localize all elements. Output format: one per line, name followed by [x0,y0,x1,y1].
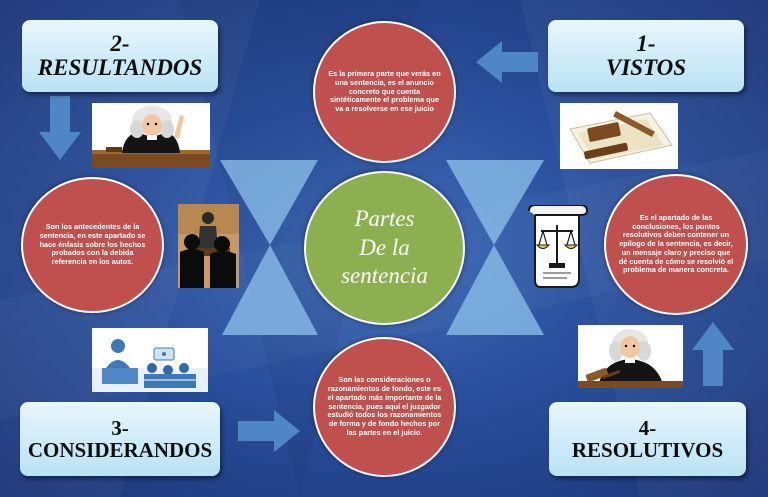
gavel-icon [560,103,678,169]
considerandos-description-circle: Son las consideraciones o razonamientos … [313,337,456,477]
resolutivos-title: RESOLUTIVOS [571,438,724,462]
courtroom-icon [92,328,208,392]
vistos-number: 1- [636,30,656,56]
hourglass-left-top [220,160,318,245]
center-title-line3: sentencia [341,263,428,289]
resultandos-label-box: 2- RESULTANDOS [22,20,218,92]
resolutivos-number: 4- [638,415,657,440]
considerandos-description: Son las consideraciones o razonamientos … [327,375,442,437]
resultandos-number: 2- [110,30,130,56]
scales-scroll-icon [527,205,590,290]
lawyer-silhouette-icon [178,204,239,288]
hourglass-left-bottom [222,245,318,335]
vistos-description: Es la primera parte que verás en una sen… [328,69,441,114]
hourglass-right-top [446,160,544,245]
considerandos-title: CONSIDERANDOS [27,438,213,462]
center-title-circle: Partes De la sentencia [304,171,465,325]
resultandos-description: Son los antecedentes de la sentencia, en… [39,222,146,267]
arrow-down-icon [39,96,81,160]
resolutivos-description-circle: Es el apartado de las conclusiones, los … [604,174,748,315]
center-title-line2: De la [359,234,410,260]
hourglass-right-bottom [446,245,544,335]
resolutivos-label-box: 4- RESOLUTIVOS [549,402,746,476]
judge-gavel-icon [578,325,683,388]
resultandos-description-circle: Son los antecedentes de la sentencia, en… [21,177,164,313]
vistos-title: VISTOS [605,55,687,80]
vistos-description-circle: Es la primera parte que verás en una sen… [313,21,456,163]
resultandos-title: RESULTANDOS [37,55,203,80]
considerandos-label-box: 3- CONSIDERANDOS [20,402,220,476]
arrow-left-icon [476,41,538,83]
arrow-up-icon [692,322,734,386]
judge-icon [92,103,210,168]
resolutivos-description: Es el apartado de las conclusiones, los … [618,212,734,275]
arrow-right-icon [238,410,300,452]
vistos-label-box: 1- VISTOS [548,20,744,92]
center-title-line1: Partes [354,205,415,231]
considerandos-number: 3- [111,415,129,440]
